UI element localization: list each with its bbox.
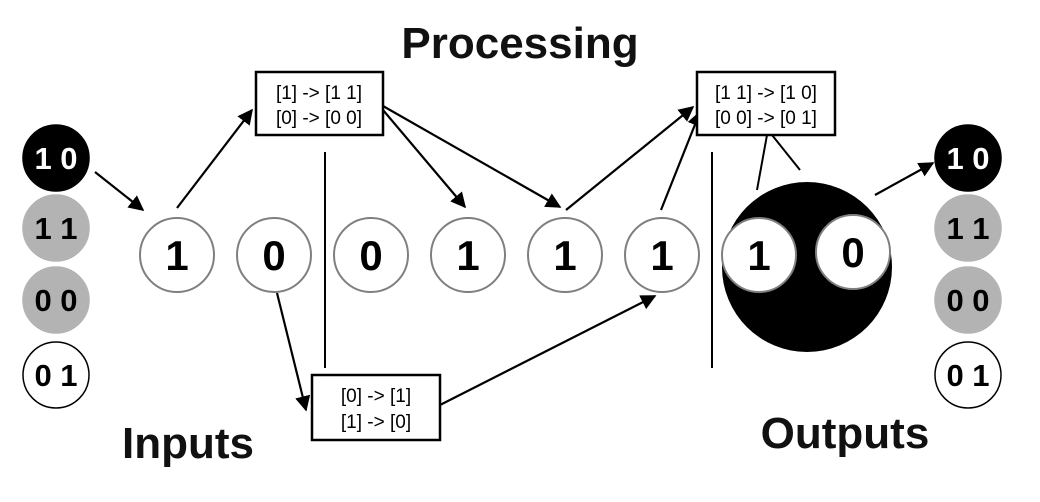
rule-box-combine: [1 1] -> [1 0] [0 0] -> [0 1] — [695, 70, 837, 137]
cell: 1 — [721, 217, 797, 293]
rule-line: [0] -> [0 0] — [276, 108, 362, 129]
arrow — [659, 110, 703, 211]
symbol-circle — [22, 194, 90, 262]
symbol-label: 0 1 — [34, 358, 77, 393]
arrow — [176, 108, 253, 209]
arrows — [94, 105, 935, 412]
inputs-heading: Inputs — [122, 419, 254, 468]
cell: 1 — [624, 217, 700, 293]
cell: 0 — [815, 214, 891, 290]
output-symbol-white: 0 1 — [934, 341, 1002, 409]
symbol-label: 1 0 — [946, 141, 989, 176]
cell-value: 0 — [841, 229, 864, 276]
cell-circle — [721, 217, 797, 293]
cell-circle — [139, 217, 215, 293]
cell-circle — [527, 217, 603, 293]
symbol-label: 1 1 — [946, 211, 989, 246]
cell-value: 1 — [553, 232, 576, 279]
output-symbol-gray: 0 0 — [934, 266, 1002, 334]
symbol-circle — [934, 194, 1002, 262]
symbol-circle — [934, 124, 1002, 192]
rule-box-frame — [310, 373, 442, 442]
arrow — [439, 295, 657, 406]
cell-value: 1 — [650, 232, 673, 279]
rule-line: [1] -> [0] — [341, 412, 411, 433]
cell-circle — [624, 217, 700, 293]
rule-box-invert: [0] -> [1] [1] -> [0] — [310, 373, 442, 442]
symbol-label: 0 1 — [946, 358, 989, 393]
processing-heading: Processing — [401, 19, 638, 68]
input-symbols: 1 0 1 1 0 0 0 1 — [22, 124, 90, 409]
arrow — [94, 171, 145, 211]
output-symbol-gray: 1 1 — [934, 194, 1002, 262]
symbol-circle — [22, 341, 90, 409]
rule-box-frame — [695, 70, 837, 137]
rule-line: [0 0] -> [0 1] — [715, 108, 817, 129]
cell-value: 1 — [165, 232, 188, 279]
output-symbol-black: 1 0 — [934, 124, 1002, 192]
cell: 1 — [527, 217, 603, 293]
cell-circle — [815, 214, 891, 290]
cell: 0 — [333, 217, 409, 293]
cell-value: 0 — [359, 232, 382, 279]
symbol-circle — [22, 124, 90, 192]
cell: 1 — [430, 217, 506, 293]
cell-value: 1 — [456, 232, 479, 279]
symbol-label: 1 1 — [34, 211, 77, 246]
symbol-label: 0 0 — [34, 283, 77, 318]
arrow — [565, 106, 695, 211]
cell-value: 0 — [262, 232, 285, 279]
symbol-label: 0 0 — [946, 283, 989, 318]
rule-box-expand: [1] -> [1 1] [0] -> [0 0] — [254, 70, 385, 137]
cell: 0 — [236, 217, 312, 293]
cell: 1 — [139, 217, 215, 293]
rule-line: [1] -> [1 1] — [276, 83, 362, 104]
cell-circle — [236, 217, 312, 293]
cell-value: 1 — [747, 232, 770, 279]
cell-circle — [430, 217, 506, 293]
cell-circle — [333, 217, 409, 293]
rule-line: [1 1] -> [1 0] — [715, 83, 817, 104]
arrow — [382, 105, 562, 208]
connector-line — [771, 134, 801, 171]
input-symbol-black: 1 0 — [22, 124, 90, 192]
symbol-label: 1 0 — [34, 141, 77, 176]
symbol-circle — [934, 341, 1002, 409]
input-symbol-white: 0 1 — [22, 341, 90, 409]
output-symbols: 1 0 1 1 0 0 0 1 — [934, 124, 1002, 409]
arrow — [382, 109, 466, 209]
symbol-circle — [934, 266, 1002, 334]
arrow — [275, 292, 311, 412]
input-symbol-gray: 0 0 — [22, 266, 90, 334]
outputs-heading: Outputs — [761, 409, 930, 458]
cell-row: 1 0 0 1 1 1 1 0 — [139, 214, 891, 293]
symbol-circle — [22, 266, 90, 334]
rule-box-frame — [254, 70, 385, 137]
input-symbol-gray: 1 1 — [22, 194, 90, 262]
rule-line: [0] -> [1] — [341, 386, 411, 407]
connector-line — [756, 134, 768, 191]
arrow — [874, 162, 935, 196]
